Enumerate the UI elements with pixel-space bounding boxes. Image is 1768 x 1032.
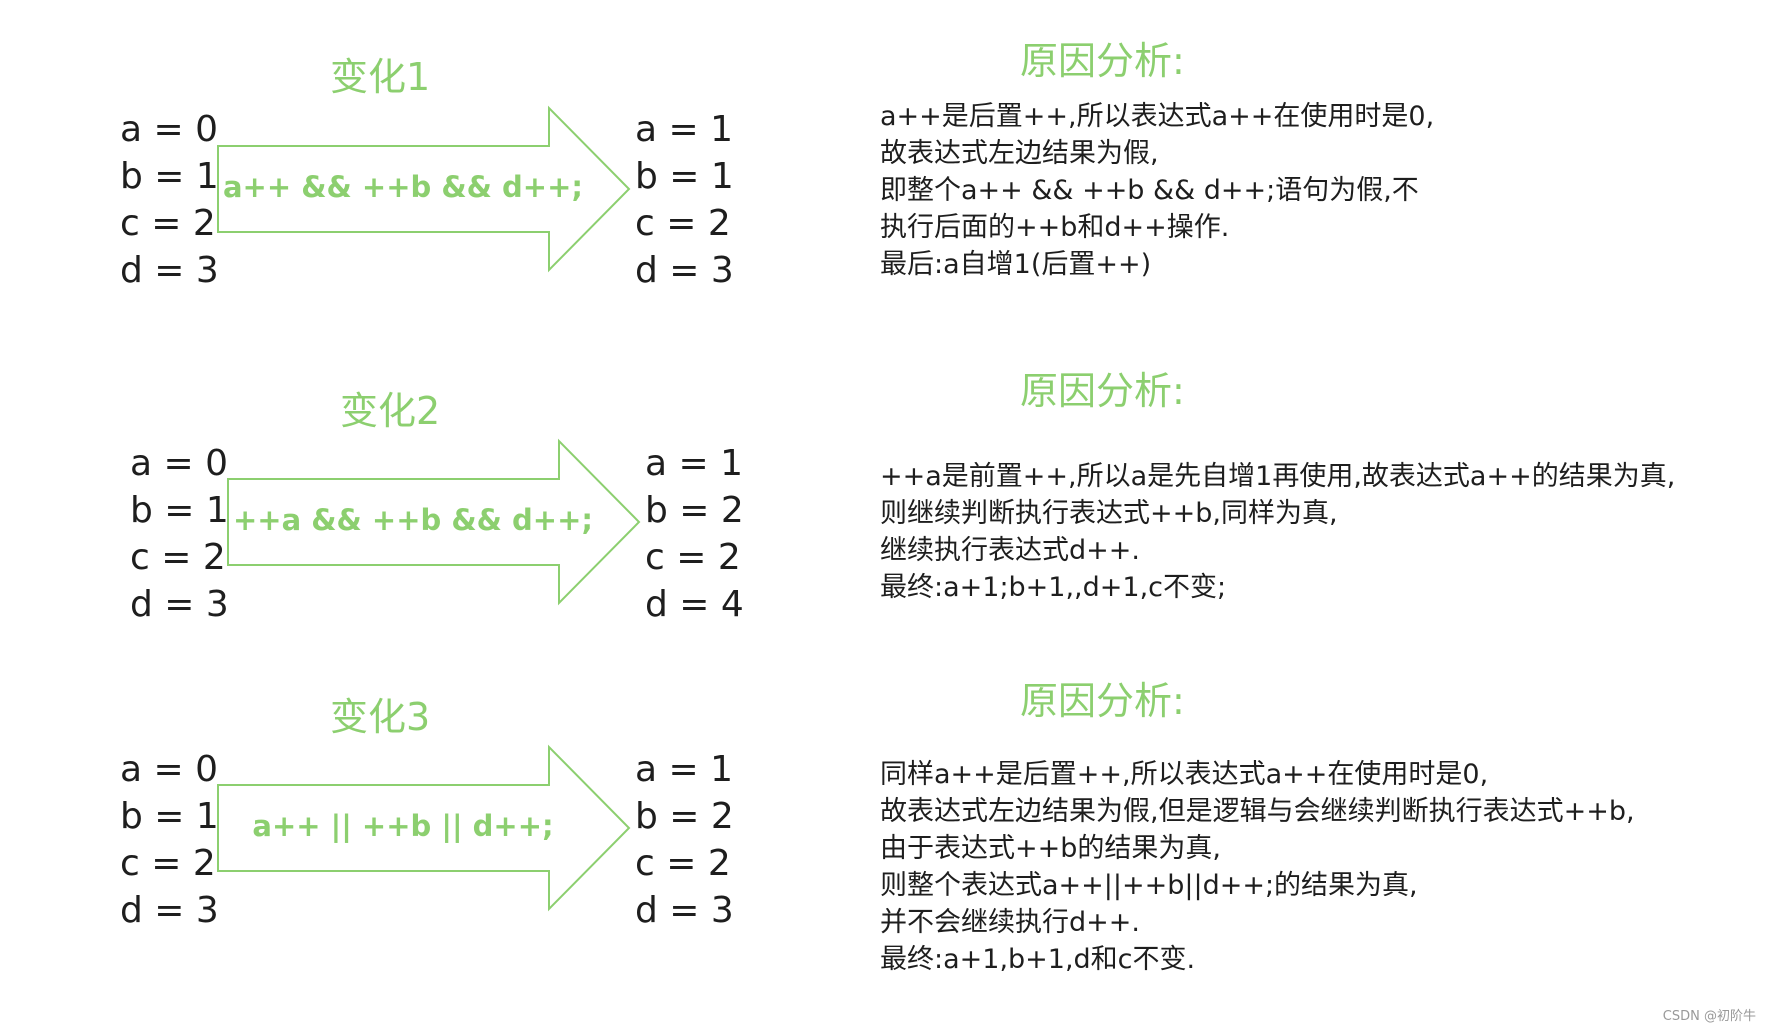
arrow-2 [227, 438, 641, 606]
analysis-1-body: a++是后置++,所以表达式a++在使用时是0, 故表达式左边结果为假, 即整个… [880, 98, 1434, 283]
analysis-2-line: 则继续判断执行表达式++b,同样为真, [880, 498, 1338, 529]
expression-3: a++ || ++b || d++; [252, 809, 554, 843]
analysis-2-line: ++a是前置++,所以a是先自增1再使用,故表达式a++的结果为真, [880, 461, 1676, 492]
analysis-3-line: 由于表达式++b的结果为真, [880, 833, 1221, 864]
analysis-3-line: 则整个表达式a++||++b||d++;的结果为真, [880, 870, 1418, 901]
before-a: a = 0 [130, 443, 229, 484]
before-c: c = 2 [120, 843, 216, 884]
watermark: CSDN @初阶牛 [1662, 1009, 1756, 1024]
before-a: a = 0 [120, 109, 219, 150]
change-3-title: 变化3 [330, 695, 431, 739]
after-values-1: a = 1 b = 1 c = 2 d = 3 [635, 106, 734, 294]
arrow-1 [217, 105, 631, 273]
analysis-3-line: 最终:a+1,b+1,d和c不变. [880, 944, 1196, 975]
after-values-2: a = 1 b = 2 c = 2 d = 4 [645, 440, 744, 628]
before-b: b = 1 [120, 156, 219, 197]
after-c: c = 2 [635, 843, 731, 884]
after-a: a = 1 [645, 443, 744, 484]
before-b: b = 1 [120, 796, 219, 837]
after-c: c = 2 [635, 203, 731, 244]
before-a: a = 0 [120, 749, 219, 790]
analysis-1-line: 故表达式左边结果为假, [880, 138, 1159, 169]
before-d: d = 3 [130, 584, 229, 625]
analysis-1-title: 原因分析: [1020, 39, 1185, 83]
before-values-2: a = 0 b = 1 c = 2 d = 3 [130, 440, 229, 628]
before-b: b = 1 [130, 490, 229, 531]
before-d: d = 3 [120, 250, 219, 291]
after-a: a = 1 [635, 109, 734, 150]
analysis-3-line: 并不会继续执行d++. [880, 907, 1140, 938]
change-1-title: 变化1 [330, 55, 431, 99]
after-values-3: a = 1 b = 2 c = 2 d = 3 [635, 746, 734, 934]
after-d: d = 3 [635, 250, 734, 291]
after-d: d = 4 [645, 584, 744, 625]
analysis-2-line: 最终:a+1;b+1,,d+1,c不变; [880, 572, 1227, 603]
analysis-3-line: 同样a++是后置++,所以表达式a++在使用时是0, [880, 759, 1489, 790]
analysis-2-body: ++a是前置++,所以a是先自增1再使用,故表达式a++的结果为真, 则继续判断… [880, 458, 1675, 606]
before-d: d = 3 [120, 890, 219, 931]
after-a: a = 1 [635, 749, 734, 790]
before-values-3: a = 0 b = 1 c = 2 d = 3 [120, 746, 219, 934]
after-b: b = 2 [645, 490, 744, 531]
before-c: c = 2 [120, 203, 216, 244]
after-d: d = 3 [635, 890, 734, 931]
analysis-1-line: 最后:a自增1(后置++) [880, 249, 1152, 280]
before-c: c = 2 [130, 537, 226, 578]
change-2-title: 变化2 [340, 389, 441, 433]
analysis-1-line: 即整个a++ && ++b && d++;语句为假,不 [880, 175, 1419, 206]
analysis-3-title: 原因分析: [1020, 679, 1185, 723]
analysis-3-body: 同样a++是后置++,所以表达式a++在使用时是0, 故表达式左边结果为假,但是… [880, 756, 1635, 978]
after-b: b = 1 [635, 156, 734, 197]
arrow-3 [217, 744, 631, 912]
expression-2: ++a && ++b && d++; [232, 503, 594, 537]
before-values-1: a = 0 b = 1 c = 2 d = 3 [120, 106, 219, 294]
analysis-2-line: 继续执行表达式d++. [880, 535, 1140, 566]
analysis-3-line: 故表达式左边结果为假,但是逻辑与会继续判断执行表达式++b, [880, 796, 1635, 827]
expression-1: a++ && ++b && d++; [222, 170, 584, 204]
after-b: b = 2 [635, 796, 734, 837]
analysis-1-line: a++是后置++,所以表达式a++在使用时是0, [880, 101, 1435, 132]
analysis-1-line: 执行后面的++b和d++操作. [880, 212, 1230, 243]
analysis-2-title: 原因分析: [1020, 369, 1185, 413]
after-c: c = 2 [645, 537, 741, 578]
